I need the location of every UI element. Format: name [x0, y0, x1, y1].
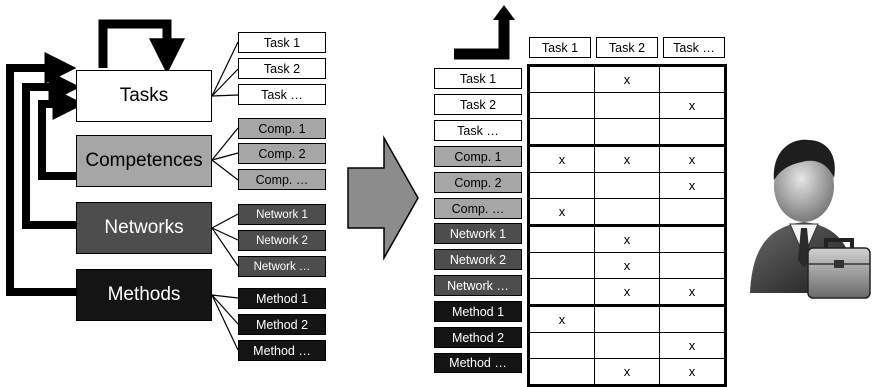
matrix-cell [594, 92, 660, 119]
matrix-column-header: Task 1 [529, 37, 591, 58]
matrix-cell [527, 224, 595, 253]
methods-loop-arrow [6, 52, 78, 296]
matrix-cell: x [594, 252, 660, 279]
matrix-cell: x [659, 332, 727, 359]
matrix-cell [659, 198, 727, 226]
matrix-row-label: Network … [434, 275, 522, 296]
matrix-column-header: Task … [663, 37, 725, 58]
matrix-row-label: Comp. 2 [434, 172, 522, 193]
matrix-cell [594, 118, 660, 146]
competence-item: Comp. 2 [238, 143, 326, 164]
matrix-cell: x [659, 144, 727, 173]
matrix-cell: x [659, 358, 727, 387]
matrix-cell: x [594, 144, 660, 173]
feedback-arrows [6, 19, 185, 296]
method-item: Method … [238, 340, 326, 361]
matrix-cell [527, 172, 595, 199]
matrix-row-label: Comp. 1 [434, 146, 522, 167]
matrix-row-label: Network 2 [434, 249, 522, 270]
matrix-row-label: Method 2 [434, 327, 522, 348]
network-item: Network … [238, 256, 326, 277]
matrix-cell [659, 224, 727, 253]
matrix-row-label: Task … [434, 120, 522, 141]
matrix-cell [527, 252, 595, 279]
networks-box: Networks [76, 202, 212, 254]
methods-box: Methods [76, 269, 212, 321]
matrix-cell [659, 64, 727, 93]
matrix-cell [594, 172, 660, 199]
method-item: Method 1 [238, 288, 326, 309]
matrix-row-label: Method 1 [434, 301, 522, 322]
matrix-cell [527, 92, 595, 119]
matrix-cell [594, 198, 660, 226]
matrix-cell: x [594, 64, 660, 93]
up-arrow-icon [454, 5, 515, 60]
matrix-cell [527, 358, 595, 387]
matrix-row-label: Task 2 [434, 94, 522, 115]
matrix-cell [594, 332, 660, 359]
assignment-matrix: x x x x x x x x [527, 64, 727, 387]
matrix-cell [659, 304, 727, 333]
matrix-cell [594, 304, 660, 333]
matrix-cell [527, 64, 595, 93]
connector-lines [211, 41, 239, 351]
competences-loop-arrow [38, 88, 100, 180]
matrix-cell: x [527, 198, 595, 226]
matrix-cell: x [659, 172, 727, 199]
matrix-row-label: Task 1 [434, 68, 522, 89]
matrix-cell [527, 118, 595, 146]
network-item: Network 2 [238, 230, 326, 251]
matrix-cell: x [594, 278, 660, 306]
matrix-cell [527, 278, 595, 306]
businessman-icon [750, 139, 871, 299]
matrix-cell: x [594, 224, 660, 253]
competences-box: Competences [76, 135, 212, 187]
matrix-cell [527, 332, 595, 359]
matrix-cell: x [659, 92, 727, 119]
network-item: Network 1 [238, 204, 326, 225]
tasks-self-loop-arrow [98, 19, 185, 75]
networks-loop-arrow [22, 71, 81, 229]
matrix-cell: x [527, 304, 595, 333]
matrix-cell [659, 118, 727, 146]
method-item: Method 2 [238, 314, 326, 335]
matrix-cell: x [594, 358, 660, 387]
matrix-cell: x [659, 278, 727, 306]
tasks-box: Tasks [76, 70, 212, 122]
competence-item: Comp. … [238, 169, 326, 190]
task-item: Task 1 [238, 32, 326, 53]
competence-item: Comp. 1 [238, 118, 326, 139]
task-item: Task 2 [238, 58, 326, 79]
matrix-row-label: Method … [434, 353, 522, 373]
matrix-cell: x [527, 144, 595, 173]
matrix-row-label: Network 1 [434, 223, 522, 244]
task-item: Task … [238, 84, 326, 105]
matrix-row-label: Comp. … [434, 198, 522, 219]
matrix-column-header: Task 2 [596, 37, 658, 58]
matrix-cell [659, 252, 727, 279]
right-arrow-icon [347, 135, 419, 261]
